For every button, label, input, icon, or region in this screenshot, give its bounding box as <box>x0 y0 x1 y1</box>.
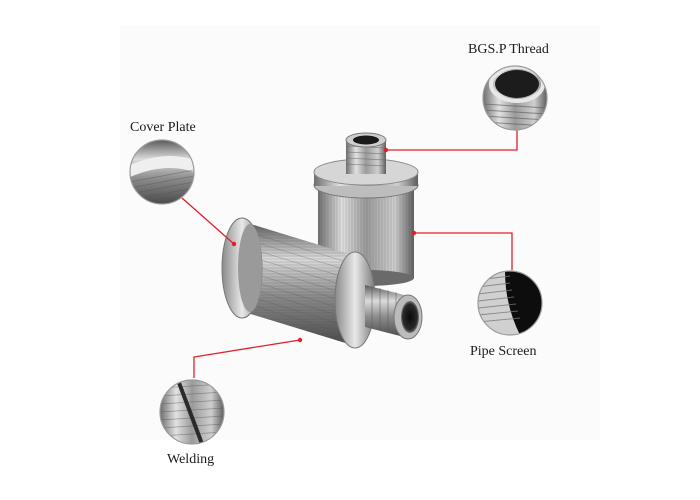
welding-label: Welding <box>167 452 215 467</box>
leader-lines <box>181 130 518 378</box>
pipe-screen-detail-circle <box>477 270 543 336</box>
bgs-thread-label: BGS.P Thread <box>468 42 549 57</box>
cover-plate-label: Cover Plate <box>130 120 196 135</box>
welding-detail-circle <box>159 379 225 445</box>
thread-detail-circle <box>482 65 548 131</box>
front-nozzle <box>221 217 423 349</box>
cover-plate-detail-circle <box>129 139 195 205</box>
pipe-screen-label: Pipe Screen <box>470 344 537 359</box>
